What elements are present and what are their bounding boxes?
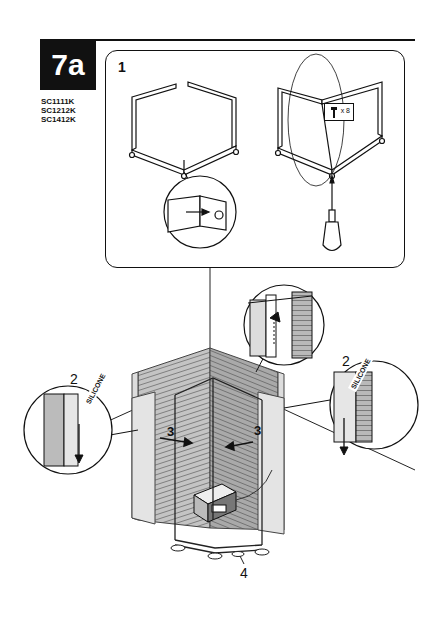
step-badge: 7a (40, 40, 96, 90)
screwdriver (323, 176, 341, 251)
model-number: SC1111K (41, 98, 74, 106)
side-profile-left (132, 392, 155, 524)
callout-number: 3 (167, 425, 174, 438)
callout-number: 2 (70, 372, 78, 386)
callout-number: 2 (342, 354, 350, 368)
leader-line (240, 556, 244, 564)
callout-number: 1 (106, 51, 404, 76)
detail-magnifier (330, 361, 418, 449)
model-number: SC1412K (41, 116, 76, 124)
model-number: SC1212K (41, 107, 76, 115)
screw-icon (329, 107, 339, 119)
step-number: 7a (40, 40, 96, 90)
steam-generator (194, 484, 236, 522)
callout-number: 4 (240, 566, 248, 580)
detail-magnifier (24, 386, 112, 474)
adjustable-feet (171, 545, 269, 559)
detail-magnifier (164, 176, 236, 248)
front-frame (175, 378, 262, 553)
corner-joint-detail (168, 196, 226, 232)
leader-line (284, 400, 330, 408)
quantity-box: x 8 (324, 103, 354, 121)
detail-magnifier (244, 285, 324, 365)
frame-corner-right (276, 82, 385, 179)
quantity-text: x 8 (325, 104, 353, 115)
cable (236, 470, 272, 500)
silicone-detail-left (44, 394, 83, 466)
step-panel: 1 x 8 (105, 50, 405, 268)
push-arrows (160, 438, 253, 450)
callout-number: 3 (254, 424, 261, 437)
leader-line (110, 430, 138, 435)
screw-detail (248, 292, 312, 358)
header-rule (40, 39, 415, 41)
frame-corner-left (130, 82, 239, 179)
